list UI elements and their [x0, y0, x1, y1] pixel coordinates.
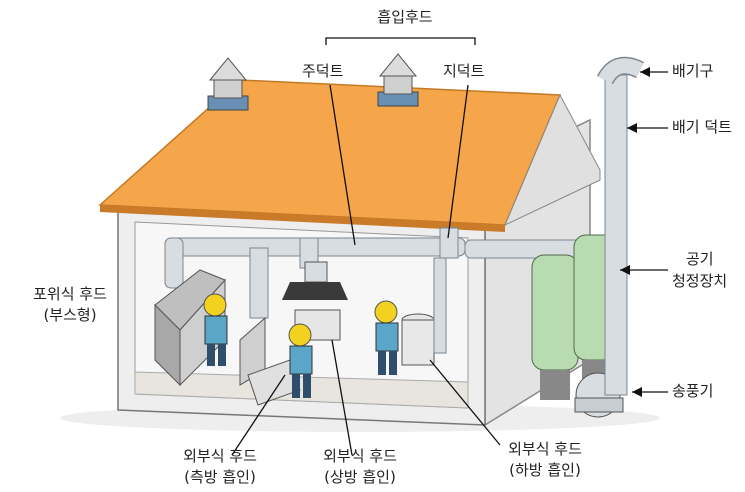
bottom-hood-label-2: (하방 흡인) — [509, 461, 581, 479]
top-hood-label-2: (상방 흡인) — [324, 468, 396, 486]
enclosing-hood-label-2: (부스형) — [43, 306, 97, 324]
side-hood-label-1: 외부식 후드 — [183, 447, 257, 465]
roof-vent-center — [377, 53, 419, 107]
air-cleaner-label-1: 공기 — [686, 250, 714, 268]
blower-label: 송풍기 — [672, 382, 714, 400]
branch-duct — [249, 227, 459, 319]
main-duct-label: 주덕트 — [302, 62, 344, 80]
side-suction-hood — [239, 316, 301, 406]
enclosing-hood-label-1: 포위식 후드 — [33, 285, 107, 303]
floor — [134, 371, 469, 409]
bottom-hood-label-1: 외부식 후드 — [508, 440, 582, 458]
roof-top — [98, 79, 562, 226]
roof-edge — [100, 205, 505, 232]
leader-lines — [231, 37, 668, 456]
top-hood-label-1: 외부식 후드 — [323, 447, 397, 465]
worker-2 — [288, 323, 313, 398]
exhaust-stack — [596, 56, 645, 396]
exhaust-outlet-label: 배기구 — [672, 62, 714, 80]
worker-3 — [374, 300, 399, 375]
roof-vent-left — [207, 57, 249, 111]
worker-1 — [203, 293, 228, 366]
intake-hood-label: 흡입후드 — [377, 8, 433, 26]
roof-gable — [504, 93, 601, 227]
exhaust-duct-label: 배기 덕트 — [672, 118, 732, 136]
side-hood-label-2: (측방 흡인) — [184, 468, 256, 486]
arrowheads — [620, 67, 650, 397]
branch-duct-label: 지덕트 — [443, 62, 485, 80]
canopy-hood — [282, 261, 348, 341]
downdraft-hood — [401, 257, 447, 366]
air-cleaner-label-2: 청정장치 — [672, 272, 728, 290]
